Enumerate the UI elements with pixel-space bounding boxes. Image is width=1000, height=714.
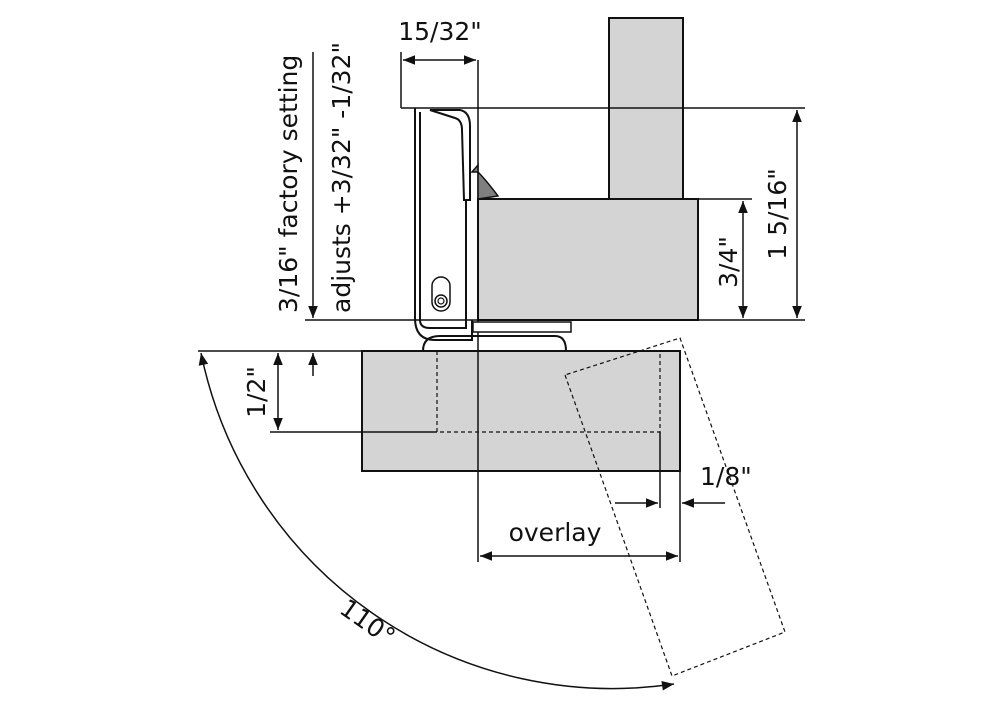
door-panel [361,350,681,472]
label-adjusts: adjusts +3/32" -1/32" [327,42,356,313]
cabinet-panel [477,198,699,321]
hinge-base [422,335,567,352]
label-overlay: overlay [509,518,602,547]
label-3-4: 3/4" [714,236,743,288]
label-angle: 110° [335,593,401,651]
label-1-8: 1/8" [700,462,752,491]
label-1-5-16: 1 5/16" [763,168,792,260]
opening-angle-arc [198,352,675,691]
label-15-32: 15/32" [398,17,482,46]
hinge-arm [414,108,572,352]
label-factory-setting: 3/16" factory setting [274,55,303,313]
hinge-stop [470,162,500,200]
label-1-2: 1/2" [242,366,271,418]
mounting-plate [472,321,572,333]
